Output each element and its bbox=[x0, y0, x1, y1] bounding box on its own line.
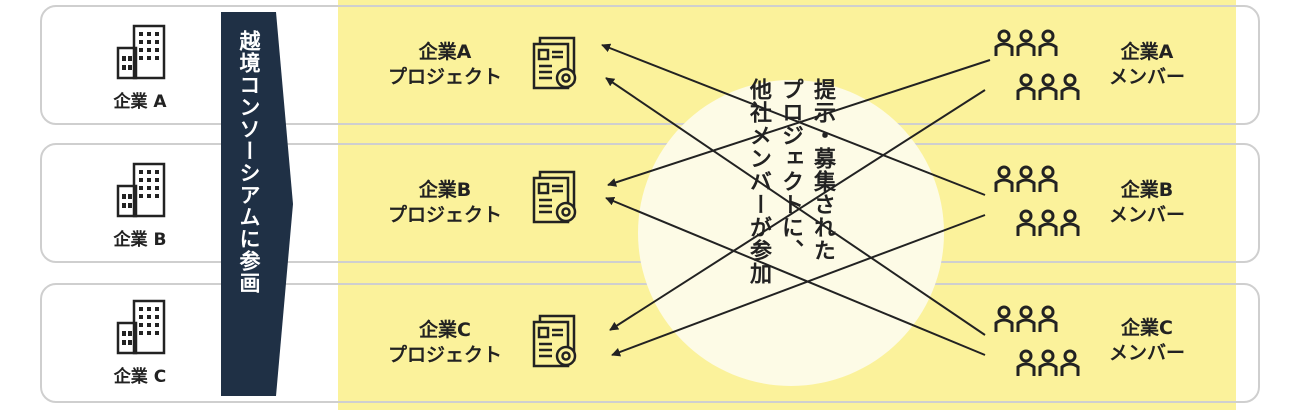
project-label: プロジェクト bbox=[387, 204, 502, 226]
arrow-b-to-a bbox=[601, 43, 986, 196]
member-company: 企業A bbox=[1120, 41, 1174, 63]
building-icon bbox=[116, 162, 166, 218]
arrow-c-to-b bbox=[605, 196, 986, 356]
member-c: 企業C メンバー bbox=[1092, 316, 1202, 366]
consortium-banner: 越境コンソーシアムに参画 bbox=[237, 30, 261, 294]
center-caption-line3: 他社メンバーが参加 bbox=[746, 78, 771, 285]
center-caption-line1: 提示・募集された bbox=[810, 78, 835, 262]
project-label: プロジェクト bbox=[387, 66, 502, 88]
project-c: 企業C プロジェクト bbox=[370, 318, 520, 368]
company-c: 企業 C bbox=[80, 297, 200, 387]
people-group-icon bbox=[994, 165, 1080, 236]
company-label: 企業 C bbox=[113, 367, 167, 387]
people-group-icon bbox=[994, 305, 1080, 376]
member-label: メンバー bbox=[1108, 66, 1185, 88]
row-frame-a bbox=[40, 5, 1260, 125]
project-document-icon bbox=[532, 36, 577, 90]
building-icon bbox=[116, 299, 166, 355]
company-label: 企業 A bbox=[113, 92, 167, 112]
project-label: プロジェクト bbox=[387, 344, 502, 366]
banner-arrow bbox=[221, 12, 293, 396]
member-company: 企業C bbox=[1121, 317, 1173, 339]
member-b: 企業B メンバー bbox=[1092, 178, 1202, 228]
project-company: 企業B bbox=[418, 179, 472, 201]
company-label: 企業 B bbox=[113, 230, 167, 250]
center-caption: 提示・募集された プロジェクトに、 他社メンバーが参加 bbox=[742, 78, 838, 358]
member-label: メンバー bbox=[1108, 204, 1185, 226]
people-group-icon bbox=[994, 29, 1080, 100]
company-b: 企業 B bbox=[80, 160, 200, 250]
project-company: 企業C bbox=[419, 319, 471, 341]
building-icon bbox=[116, 24, 166, 80]
arrow-c-to-a bbox=[605, 77, 986, 336]
member-label: メンバー bbox=[1108, 342, 1185, 364]
arrow-a-to-c bbox=[609, 89, 986, 331]
project-document-icon bbox=[532, 314, 577, 368]
project-b: 企業B プロジェクト bbox=[370, 178, 520, 228]
company-a: 企業 A bbox=[80, 22, 200, 112]
project-a: 企業A プロジェクト bbox=[370, 40, 520, 90]
project-document-icon bbox=[532, 170, 577, 224]
arrow-b-to-c bbox=[611, 214, 986, 357]
center-caption-line2: プロジェクトに、 bbox=[778, 78, 803, 262]
member-a: 企業A メンバー bbox=[1092, 40, 1202, 90]
member-company: 企業B bbox=[1120, 179, 1174, 201]
project-company: 企業A bbox=[418, 41, 472, 63]
